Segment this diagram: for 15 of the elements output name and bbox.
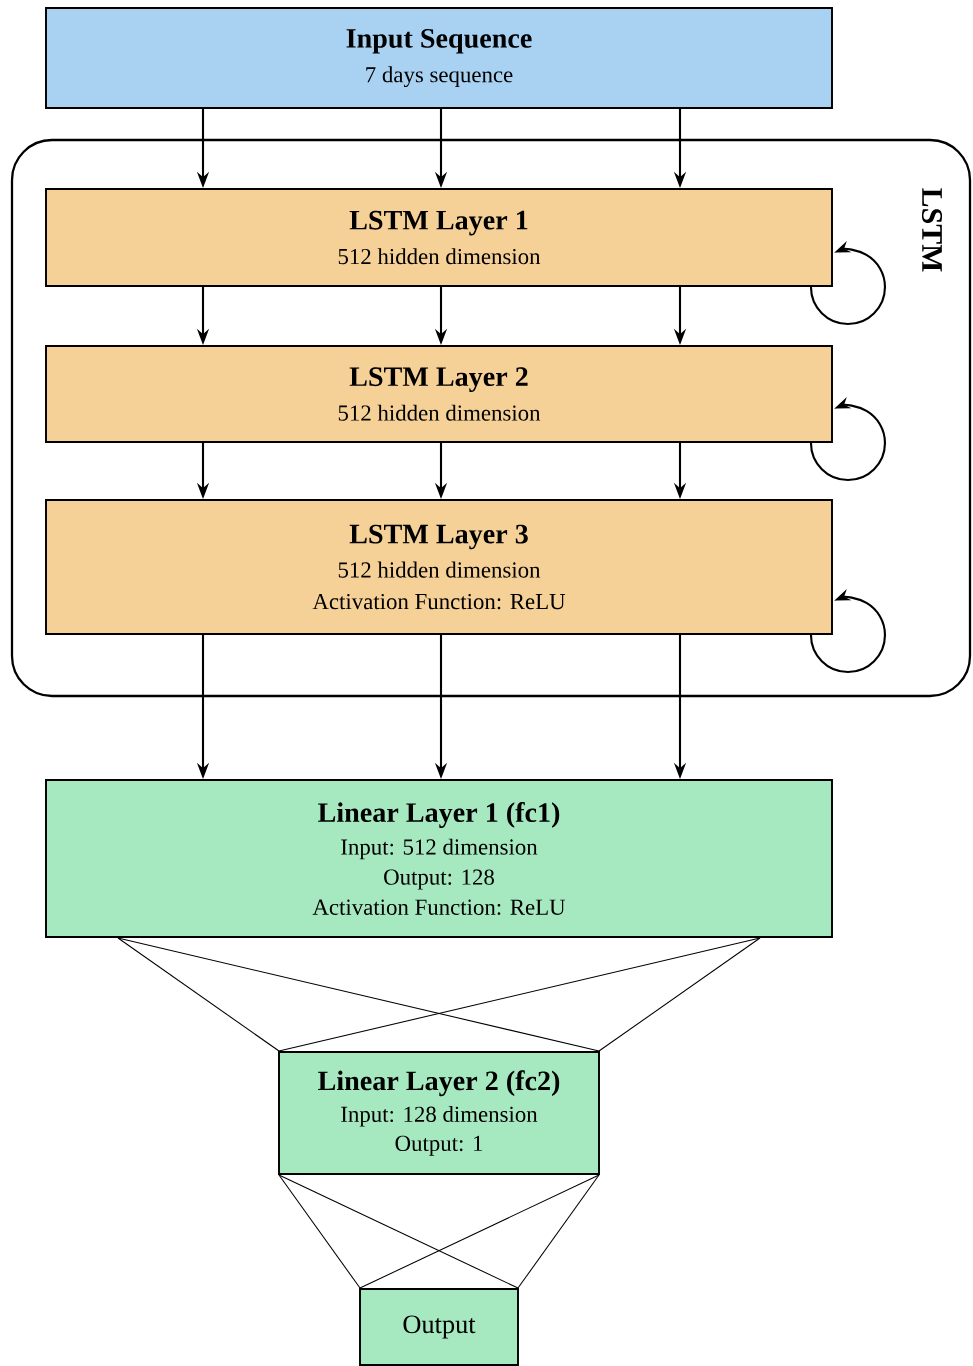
input-box: Input Sequence 7 days sequence [45, 7, 833, 109]
connector-line [278, 1174, 361, 1289]
layer-box: LSTM Layer 3 512 hidden dimension Activation Function: ReLU [45, 499, 833, 635]
layer-box: LSTM Layer 2 512 hidden dimension [45, 345, 833, 443]
connector-line [278, 937, 761, 1052]
connector-line [117, 937, 600, 1052]
output-box: Output [359, 1288, 519, 1366]
layer-box: LSTM Layer 1 512 hidden dimension [45, 188, 833, 287]
connector-line [359, 1174, 600, 1289]
layer-box: Linear Layer 1 (fc1) Input: 512 dimension Output: 128 Activation Function: ReLU [45, 779, 833, 938]
connector-line [117, 937, 280, 1052]
connector-line [598, 937, 761, 1052]
connector-line [517, 1174, 600, 1289]
connector-line [278, 1174, 519, 1289]
layer-box: Linear Layer 2 (fc2) Input: 128 dimension Output: 1 [278, 1051, 600, 1175]
